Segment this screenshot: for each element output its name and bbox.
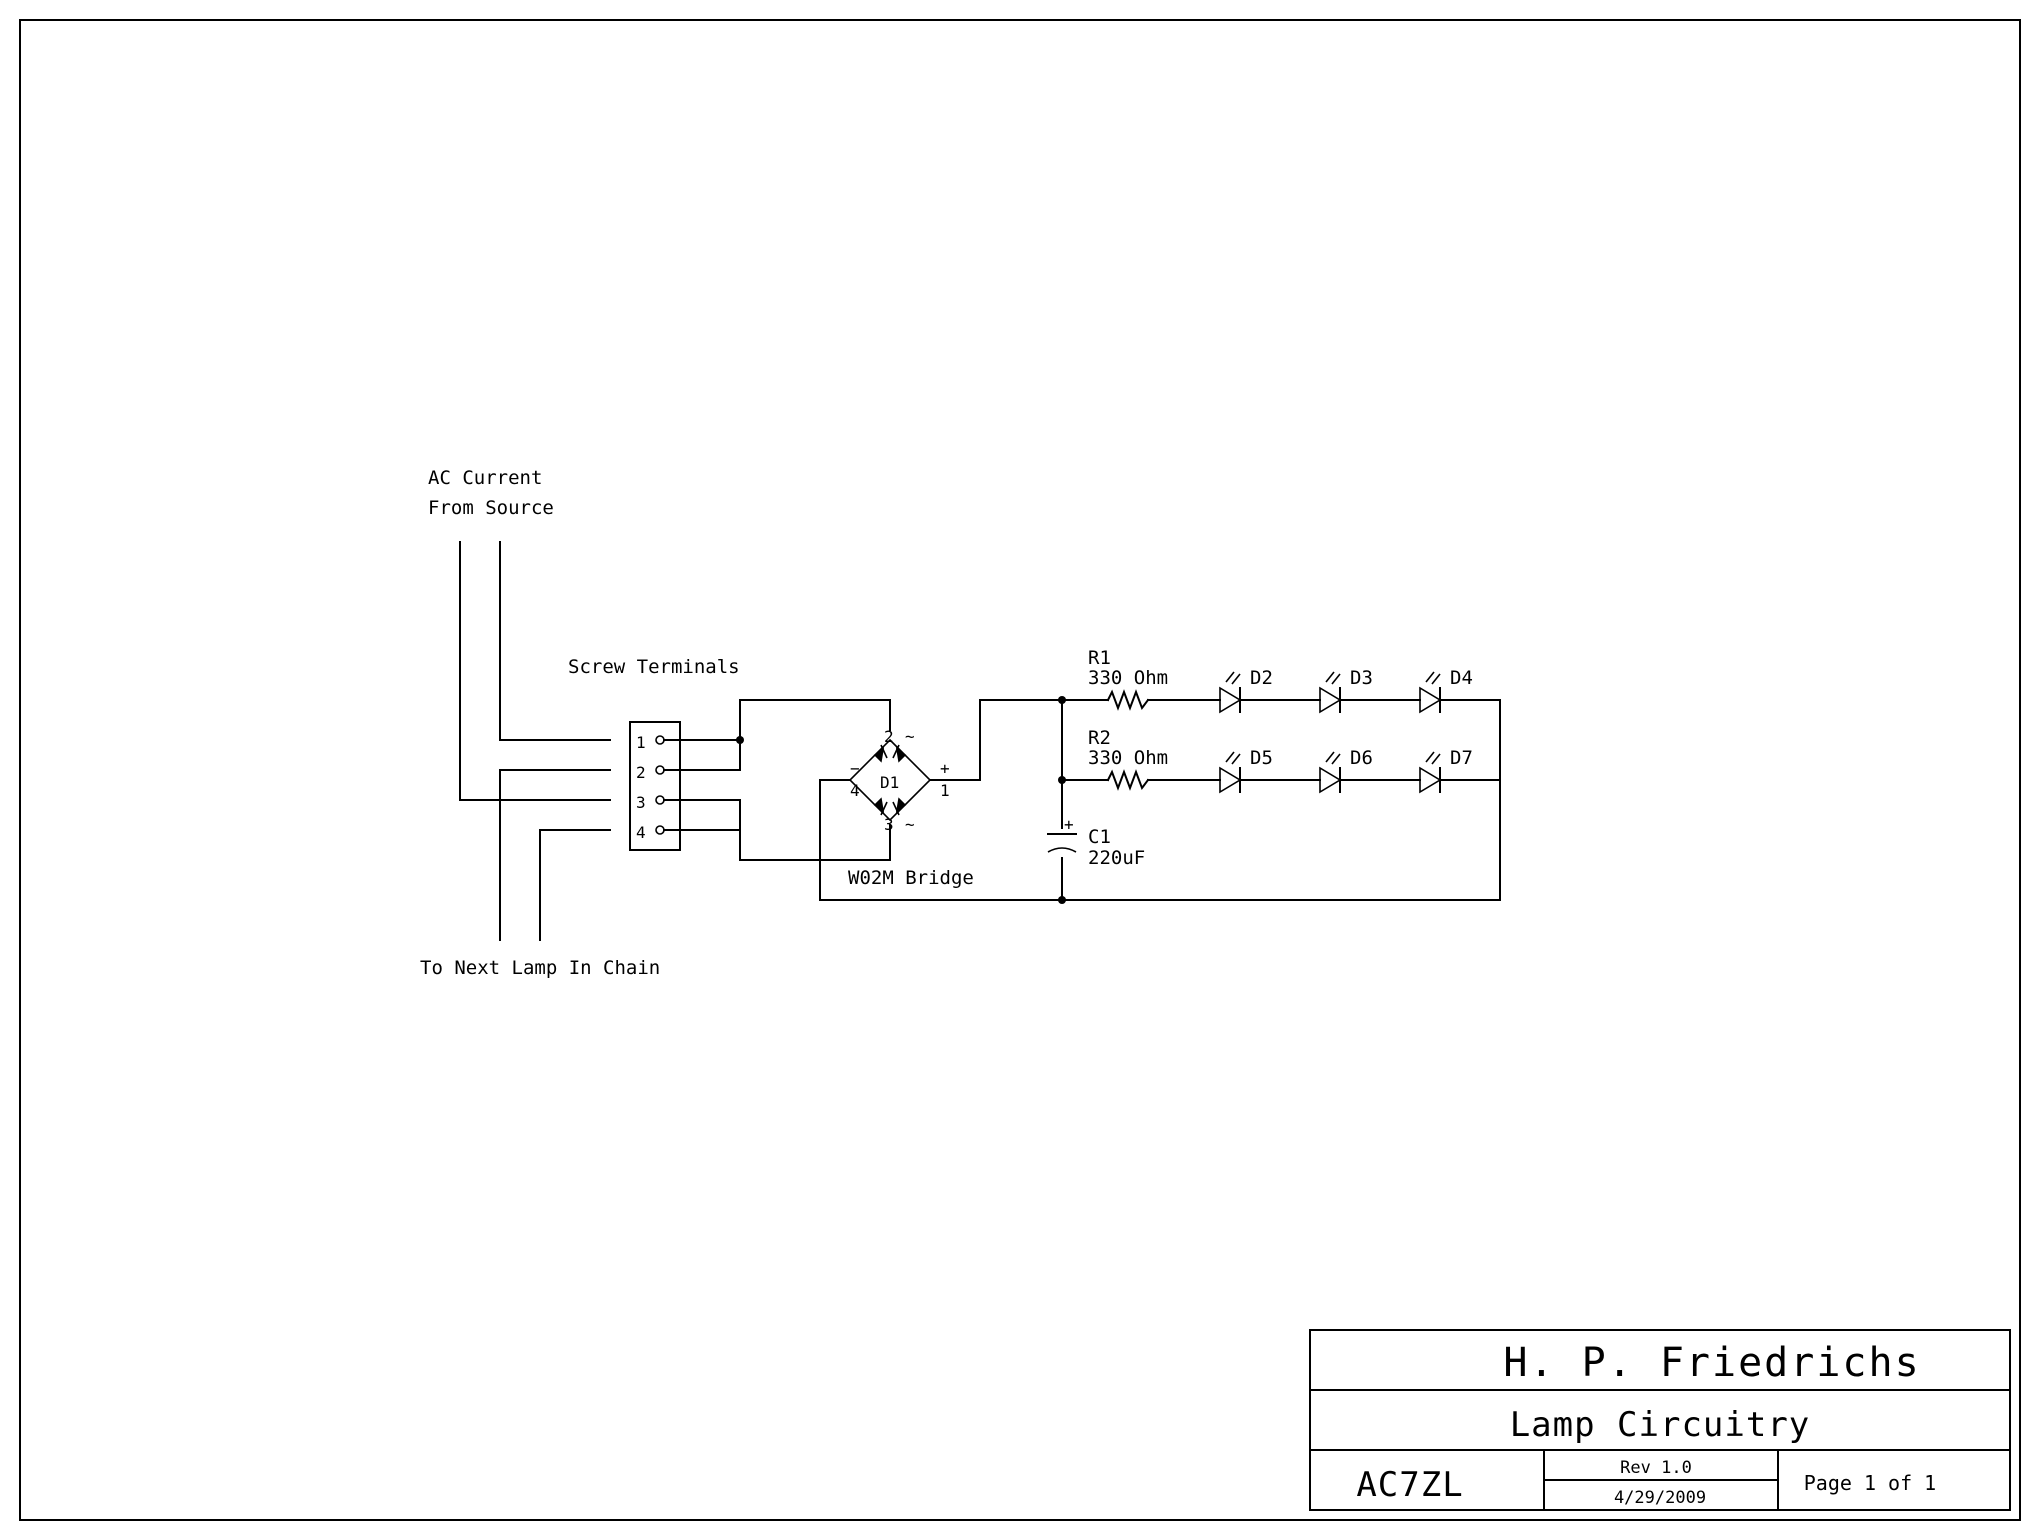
led-d5-label: D5: [1250, 747, 1273, 769]
bridge-ac-top: ~: [905, 727, 915, 746]
bridge-name-label: W02M Bridge: [848, 867, 974, 889]
terminal-pin-4: 4: [636, 823, 646, 842]
bridge-rectifier: D1 2 ~ 1 + 4 − 3 ~: [848, 727, 950, 834]
input-wires: [459, 541, 611, 941]
ac-source-label-line1: AC Current: [428, 467, 542, 489]
led-d4-label: D4: [1450, 667, 1473, 689]
next-lamp-label: To Next Lamp In Chain: [420, 957, 660, 979]
bridge-plus: +: [940, 759, 950, 778]
bridge-pin-2: 2: [884, 727, 894, 746]
terminal-pin-3: 3: [636, 793, 646, 812]
led-string-1: R1 330 Ohm D2 D3 D4: [1061, 647, 1501, 714]
bridge-pin-4: 4: [850, 781, 860, 800]
r2-value: 330 Ohm: [1088, 747, 1168, 769]
dc-rails: [1058, 696, 1501, 904]
terminal-pin-2: 2: [636, 763, 646, 782]
bridge-ref: D1: [880, 773, 899, 792]
ac-source-label-line2: From Source: [428, 497, 554, 519]
led-d3-label: D3: [1350, 667, 1373, 689]
c1-value: 220uF: [1088, 847, 1145, 869]
callsign: AC7ZL: [1356, 1465, 1463, 1505]
title-block: H. P. Friedrichs Lamp Circuitry AC7ZL Re…: [1309, 1329, 2011, 1511]
c1-plus: +: [1064, 815, 1074, 834]
led-string-2: R2 330 Ohm D5 D6 D7: [1061, 727, 1501, 794]
page-border: [19, 19, 2021, 1521]
c1-ref: C1: [1088, 826, 1111, 848]
led-d2-label: D2: [1250, 667, 1273, 689]
r2-ref: R2: [1088, 727, 1111, 749]
page-number: Page 1 of 1: [1804, 1471, 1936, 1495]
bridge-pin-3: 3: [884, 815, 894, 834]
bridge-minus: −: [850, 759, 860, 778]
capacitor-c1: + C1 220uF: [1047, 815, 1145, 869]
terminal-pin-1: 1: [636, 733, 646, 752]
led-d7-label: D7: [1450, 747, 1473, 769]
drawing-title: Lamp Circuitry: [1510, 1405, 1811, 1445]
bridge-output-wires: [819, 699, 1063, 901]
drawing-date: 4/29/2009: [1614, 1488, 1706, 1508]
screw-terminals-label: Screw Terminals: [568, 656, 740, 678]
bridge-pin-1: 1: [940, 781, 950, 800]
r1-ref: R1: [1088, 647, 1111, 669]
led-d6-label: D6: [1350, 747, 1373, 769]
bridge-ac-bottom: ~: [905, 815, 915, 834]
r1-value: 330 Ohm: [1088, 667, 1168, 689]
revision: Rev 1.0: [1620, 1458, 1692, 1478]
terminal-to-bridge-wires: [663, 699, 891, 861]
author-name: H. P. Friedrichs: [1503, 1340, 1920, 1386]
